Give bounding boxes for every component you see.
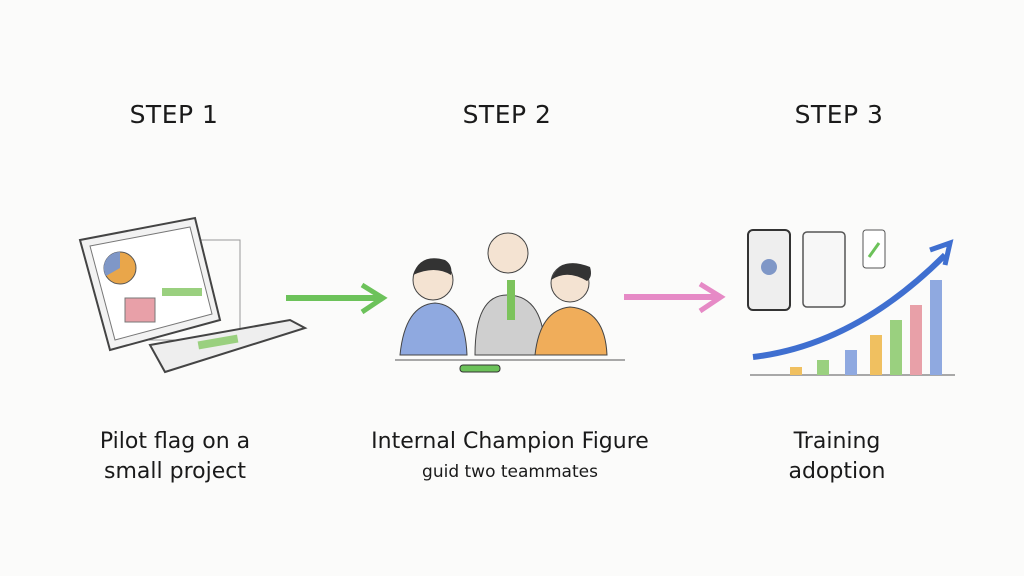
- step-1-caption-line1: Pilot flag on a: [99, 429, 251, 454]
- step-2-title: STEP 2: [462, 100, 552, 129]
- step-3-caption-line1: Training: [793, 429, 881, 454]
- step-1-title: STEP 1: [129, 100, 219, 129]
- team-illustration: [395, 232, 625, 373]
- step-2-caption-line2: guid two teammates: [422, 462, 598, 482]
- step-1-caption: Pilot flag on a small project: [70, 427, 280, 487]
- step-2-caption-line1: Internal Champion Figure: [371, 429, 649, 454]
- step-3-caption-line2: adoption: [788, 459, 886, 484]
- laptop-illustration: [78, 216, 308, 374]
- step-1-caption-line2: small project: [104, 459, 246, 484]
- arrow-step1-to-step2: [286, 282, 388, 315]
- arrow-step2-to-step3: [624, 281, 726, 314]
- growth-chart-illustration: [747, 229, 955, 376]
- step-2-caption: Internal Champion Figure guid two teamma…: [360, 427, 660, 487]
- step-3-title: STEP 3: [794, 100, 884, 129]
- step-3-caption: Training adoption: [737, 427, 937, 487]
